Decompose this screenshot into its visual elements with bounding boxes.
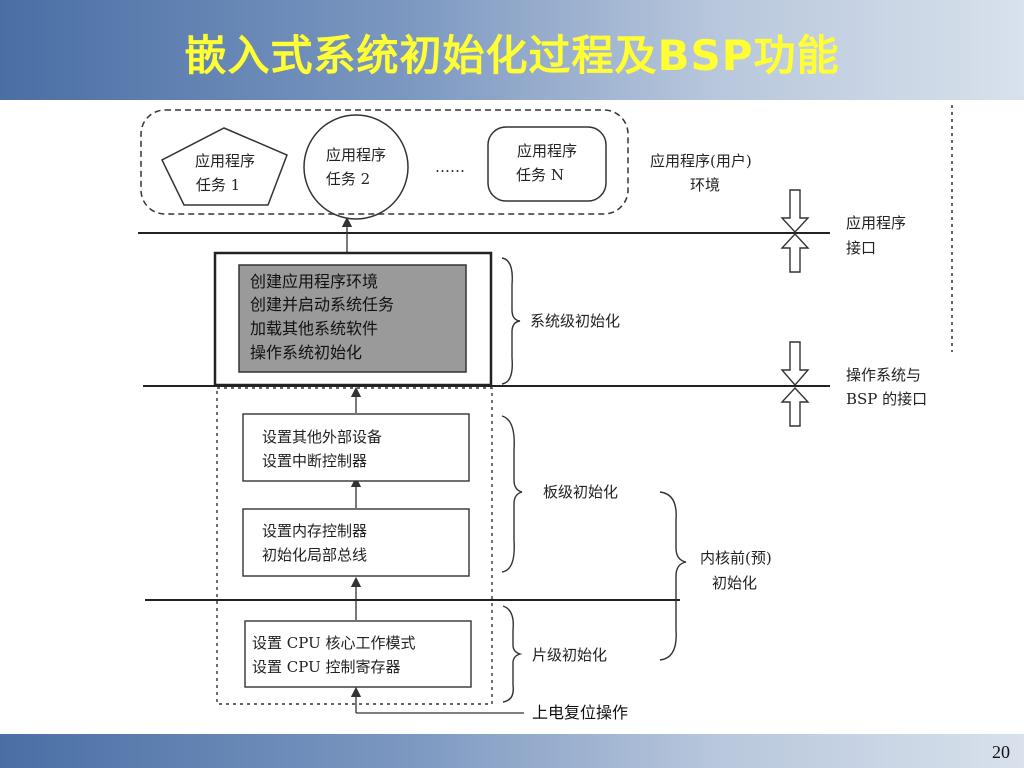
task-1-pentagon bbox=[161, 127, 288, 206]
board-level-brace bbox=[501, 415, 523, 573]
board-box-1 bbox=[242, 413, 470, 482]
page-number: 20 bbox=[992, 742, 1010, 762]
chip-level-label: 片级初始化 bbox=[532, 646, 607, 664]
title-bar: 嵌入式系统初始化过程及BSP功能 bbox=[0, 0, 1024, 100]
os-bsp-double-arrow bbox=[780, 341, 810, 427]
task-n-line1: 应用程序 bbox=[517, 142, 577, 160]
power-on-label: 上电复位操作 bbox=[532, 703, 628, 722]
app-interface-line2: 接口 bbox=[846, 239, 876, 257]
app-env-line2: 环境 bbox=[690, 176, 720, 194]
task-1-line1: 应用程序 bbox=[195, 152, 255, 170]
initialization-diagram: 应用程序 任务 1 应用程序 任务 2 …… 应用程序 任务 N 应用程序(用户… bbox=[138, 105, 953, 722]
board1-line-2: 设置中断控制器 bbox=[262, 452, 367, 470]
system-line-2: 创建并启动系统任务 bbox=[250, 295, 394, 314]
app-layer-group bbox=[140, 109, 629, 215]
app-env-line1: 应用程序(用户) bbox=[650, 152, 752, 170]
os-bsp-line2: BSP 的接口 bbox=[846, 390, 927, 408]
chip-box bbox=[244, 620, 472, 688]
system-level-inner-box bbox=[238, 264, 467, 373]
task-2-circle bbox=[303, 114, 409, 220]
system-level-label: 系统级初始化 bbox=[530, 312, 620, 330]
chip-line-1: 设置 CPU 核心工作模式 bbox=[252, 634, 416, 652]
task-n-line2: 任务 N bbox=[516, 166, 564, 184]
system-level-brace bbox=[501, 257, 521, 385]
footer-bar: 20 bbox=[0, 734, 1024, 768]
kernel-pre-brace bbox=[659, 491, 687, 661]
board-box-2 bbox=[242, 508, 470, 577]
system-line-4: 操作系统初始化 bbox=[250, 343, 362, 362]
chip-level-brace bbox=[502, 605, 523, 703]
board2-line-1: 设置内存控制器 bbox=[262, 522, 367, 540]
board-level-label: 板级初始化 bbox=[543, 483, 618, 501]
slide-title: 嵌入式系统初始化过程及BSP功能 bbox=[184, 31, 840, 80]
board2-line-2: 初始化局部总线 bbox=[262, 546, 367, 564]
system-line-3: 加载其他系统软件 bbox=[250, 319, 378, 338]
task-2-line1: 应用程序 bbox=[326, 146, 386, 164]
bsp-dashed-region bbox=[216, 387, 493, 705]
task-n-box bbox=[487, 126, 607, 202]
kernel-pre-line1: 内核前(预) bbox=[700, 549, 772, 567]
system-line-1: 创建应用程序环境 bbox=[250, 272, 378, 291]
kernel-pre-line2: 初始化 bbox=[712, 574, 757, 592]
chip-line-2: 设置 CPU 控制寄存器 bbox=[252, 658, 401, 676]
board1-line-1: 设置其他外部设备 bbox=[262, 428, 382, 446]
app-interface-line1: 应用程序 bbox=[846, 214, 906, 232]
os-bsp-line1: 操作系统与 bbox=[846, 366, 921, 384]
task-ellipsis: …… bbox=[435, 158, 465, 176]
app-interface-double-arrow bbox=[780, 189, 810, 273]
task-1-line2: 任务 1 bbox=[196, 176, 240, 194]
task-2-line2: 任务 2 bbox=[326, 170, 370, 188]
